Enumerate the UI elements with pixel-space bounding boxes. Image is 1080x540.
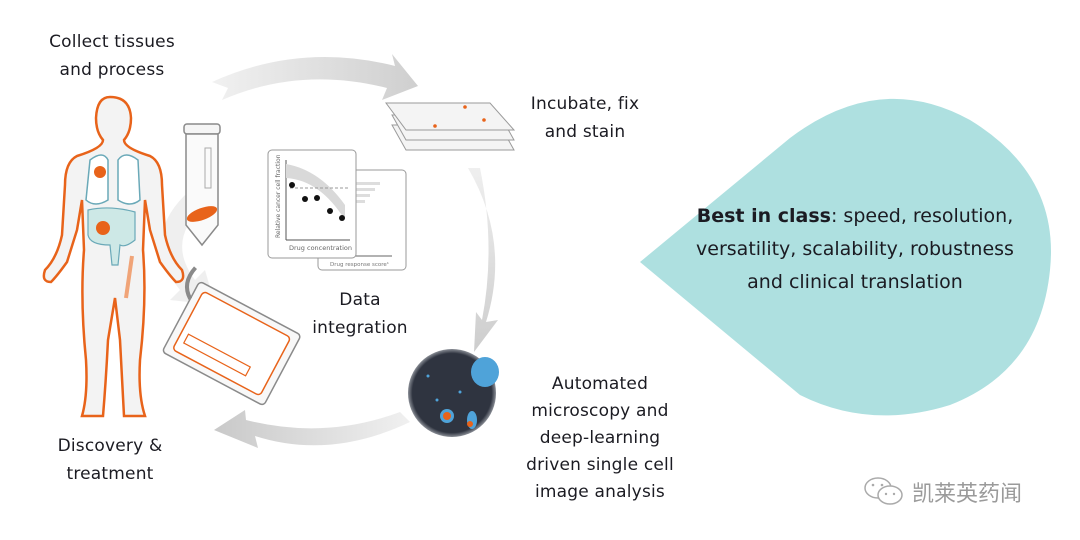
watermark: 凯莱英药闻	[862, 472, 1062, 512]
callout-bold: Best in class	[696, 205, 831, 227]
cycle-arrow-right	[468, 168, 498, 352]
data-point	[302, 196, 308, 202]
bone-icon	[124, 255, 134, 299]
data-point	[289, 182, 295, 188]
microscopy-image-icon	[408, 349, 499, 437]
watermark-text: 凯莱英药闻	[912, 482, 1023, 507]
wechat-icon	[864, 477, 903, 505]
data-point	[327, 208, 333, 214]
well-plates-icon	[385, 102, 516, 151]
cycle-arrow-top	[212, 54, 418, 100]
sample-tube-icon	[183, 123, 221, 247]
step-label-data-integration: Data integration	[312, 290, 408, 338]
mini-chart-ylabel: Relative cancer cell fraction	[275, 154, 282, 238]
callout-rest: : speed, resolution, versatility, scalab…	[696, 205, 1014, 293]
step-label-automated-microscopy: Automated microscopy and deep-learning d…	[526, 374, 674, 502]
step-label-discovery: Discovery & treatment	[57, 436, 163, 484]
step-label-incubate: Incubate, fix and stain	[530, 94, 640, 142]
mini-chart-front	[267, 149, 357, 259]
mini-chart-xlabel: Drug concentration	[289, 244, 352, 252]
iv-bag-icon	[162, 266, 301, 406]
callout-text: Best in class: speed, resolution, versat…	[690, 200, 1020, 299]
data-point	[339, 215, 345, 221]
mini-chart-back-xlabel: Drug response score¹	[330, 261, 389, 268]
tumor-gut-icon	[96, 221, 110, 235]
data-point	[314, 195, 320, 201]
tumor-lung-icon	[94, 166, 106, 178]
cycle-arrow-bottom	[214, 410, 410, 448]
callout-shape	[640, 98, 1051, 416]
step-label-collect: Collect tissues and process	[49, 32, 175, 80]
